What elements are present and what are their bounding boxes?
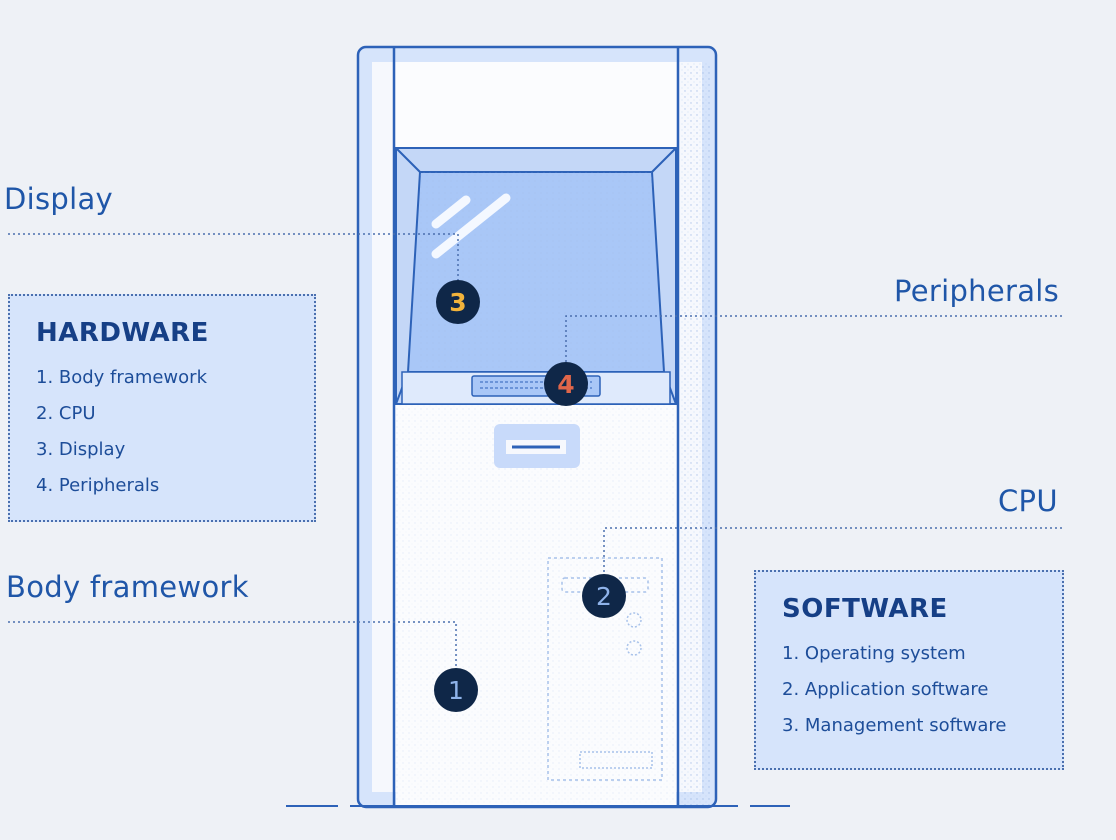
hardware-title: HARDWARE [36, 318, 209, 348]
hardware-panel: HARDWARE 1. Body framework 2. CPU 3. Dis… [8, 294, 316, 522]
hardware-item: 3. Display [36, 439, 126, 460]
marker-3: 3 [436, 280, 480, 324]
software-item: 1. Operating system [782, 643, 966, 664]
software-list: 1. Operating system 2. Application softw… [782, 636, 1036, 744]
marker-2: 2 [582, 574, 626, 618]
svg-text:1: 1 [448, 676, 464, 705]
cpu-unit [547, 557, 663, 781]
marker-4: 4 [544, 362, 588, 406]
label-cpu: CPU [998, 484, 1058, 518]
svg-text:4: 4 [557, 370, 574, 399]
label-body-framework: Body framework [6, 570, 249, 604]
marker-1: 1 [434, 668, 478, 712]
leader-lines [8, 233, 1062, 670]
software-title: SOFTWARE [782, 594, 948, 624]
display-screen [395, 147, 677, 405]
svg-text:3: 3 [449, 288, 466, 317]
software-item: 2. Application software [782, 679, 989, 700]
hardware-item: 1. Body framework [36, 367, 207, 388]
software-item: 3. Management software [782, 715, 1007, 736]
hardware-item: 4. Peripherals [36, 475, 160, 496]
label-display: Display [4, 182, 113, 216]
label-peripherals: Peripherals [894, 274, 1060, 308]
card-slot [494, 424, 580, 468]
software-panel: SOFTWARE 1. Operating system 2. Applicat… [754, 570, 1064, 770]
svg-text:2: 2 [596, 582, 612, 611]
hardware-item: 2. CPU [36, 403, 96, 424]
hardware-list: 1. Body framework 2. CPU 3. Display 4. P… [36, 360, 288, 504]
